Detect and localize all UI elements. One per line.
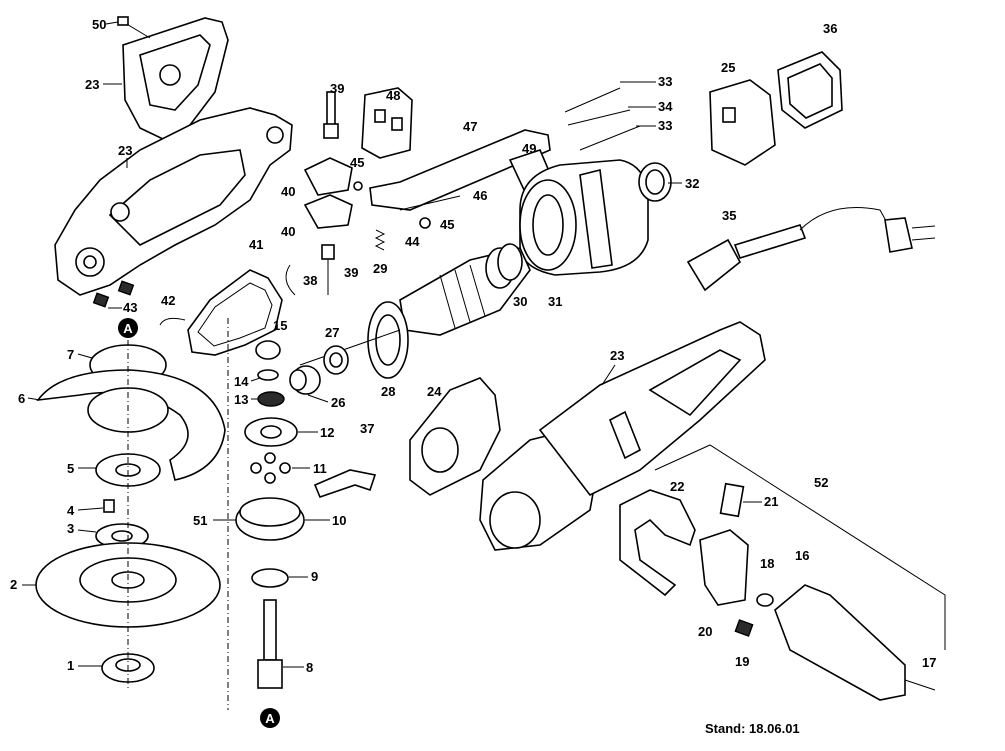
part-label-4: 4: [67, 503, 75, 518]
part-label-36: 36: [823, 21, 837, 36]
part-label-14: 14: [234, 374, 249, 389]
part-label-39a: 39: [330, 81, 344, 96]
part-label-8: 8: [306, 660, 313, 675]
part-label-33a: 33: [658, 74, 672, 89]
part-label-1: 1: [67, 658, 74, 673]
carbon-brush-parts: [285, 87, 554, 296]
part-label-49: 49: [522, 141, 536, 156]
electrical-parts: [564, 51, 936, 292]
part-label-2: 2: [10, 577, 17, 592]
side-handle-parts: [619, 444, 946, 701]
part-label-27: 27: [325, 325, 339, 340]
part-label-37: 37: [360, 421, 374, 436]
revision-stamp: Stand: 18.06.01: [705, 721, 800, 736]
part-label-34: 34: [658, 99, 673, 114]
clamp-part: [313, 469, 377, 498]
part-label-38: 38: [303, 273, 317, 288]
part-label-18: 18: [760, 556, 774, 571]
part-label-40b: 40: [281, 224, 295, 239]
part-label-33b: 33: [658, 118, 672, 133]
part-label-51: 51: [193, 513, 207, 528]
part-label-24: 24: [427, 384, 442, 399]
part-label-43: 43: [123, 300, 137, 315]
gear-head: [409, 377, 601, 551]
part-label-45b: 45: [440, 217, 454, 232]
marker-a-bottom-label: A: [265, 711, 275, 726]
part-label-17: 17: [922, 655, 936, 670]
part-label-25: 25: [721, 60, 735, 75]
part-label-12: 12: [320, 425, 334, 440]
part-label-46: 46: [473, 188, 487, 203]
part-label-23a: 23: [85, 77, 99, 92]
armature: [299, 243, 531, 379]
part-label-6: 6: [18, 391, 25, 406]
handle-body: [538, 321, 766, 497]
part-label-13: 13: [234, 392, 248, 407]
part-label-15: 15: [273, 318, 287, 333]
part-label-16: 16: [795, 548, 809, 563]
part-label-26: 26: [331, 395, 345, 410]
part-label-29: 29: [373, 261, 387, 276]
part-label-48: 48: [386, 88, 400, 103]
part-label-20: 20: [698, 624, 712, 639]
part-label-35: 35: [722, 208, 736, 223]
part-label-30: 30: [513, 294, 527, 309]
part-label-11: 11: [313, 461, 327, 476]
part-label-47: 47: [463, 119, 477, 134]
spindle-assembly: [227, 318, 305, 710]
gasket: [159, 269, 283, 356]
housing-cover-top: [117, 16, 229, 141]
part-label-45a: 45: [350, 155, 364, 170]
marker-a-top-label: A: [123, 321, 133, 336]
part-label-10: 10: [332, 513, 346, 528]
part-label-41: 41: [249, 237, 263, 252]
part-label-39b: 39: [344, 265, 358, 280]
part-label-32: 32: [685, 176, 699, 191]
part-label-19: 19: [735, 654, 749, 669]
motor-housing: [54, 107, 293, 308]
part-label-23b: 23: [118, 143, 132, 158]
part-labels: 50 23 23 43 42 41 39 39 48 40 40 45 45 4…: [10, 17, 936, 675]
part-label-9: 9: [311, 569, 318, 584]
part-label-5: 5: [67, 461, 74, 476]
part-label-31: 31: [548, 294, 562, 309]
part-label-42: 42: [161, 293, 175, 308]
wheel-guard: [35, 340, 226, 690]
part-label-7: 7: [67, 347, 74, 362]
bearings: [289, 345, 349, 395]
stator: [519, 159, 672, 276]
part-label-50: 50: [92, 17, 106, 32]
part-label-52: 52: [814, 475, 828, 490]
part-label-28: 28: [381, 384, 395, 399]
marker-a-top: [118, 318, 138, 338]
part-label-3: 3: [67, 521, 74, 536]
part-label-22: 22: [670, 479, 684, 494]
part-label-40a: 40: [281, 184, 295, 199]
part-label-21: 21: [764, 494, 778, 509]
part-label-23c: 23: [610, 348, 624, 363]
part-label-44: 44: [405, 234, 420, 249]
marker-a-bottom: [260, 708, 280, 728]
